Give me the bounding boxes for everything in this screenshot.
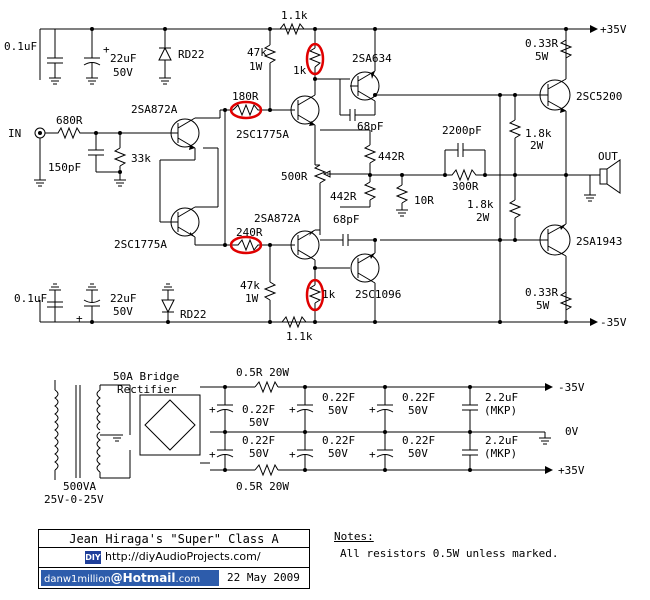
svg-text:RD22: RD22 [180,308,207,321]
svg-text:2SC1096: 2SC1096 [355,288,401,301]
svg-text:(MKP): (MKP) [484,447,517,460]
svg-text:500VA: 500VA [63,480,96,493]
svg-text:+: + [289,403,296,416]
svg-text:+: + [289,448,296,461]
svg-text:2W: 2W [530,139,544,152]
highlight-1k-bot [305,278,325,312]
svg-text:2SC1775A: 2SC1775A [114,238,167,251]
label-pos-rail: +35V [600,23,627,36]
schematic-title: Jean Hiraga's "Super" Class A [39,530,309,548]
svg-text:50V: 50V [328,447,348,460]
svg-text:-35V: -35V [558,381,585,394]
date-label: 22 May 2009 [227,571,300,584]
svg-text:47k: 47k [240,279,260,292]
svg-text:68pF: 68pF [333,213,360,226]
svg-text:50V: 50V [113,305,133,318]
svg-text:25V-0-25V: 25V-0-25V [44,493,104,506]
svg-text:50V: 50V [408,447,428,460]
label-out: OUT [598,150,618,163]
svg-text:+: + [209,448,216,461]
author-row: danw1million@Hotmail.com 22 May 2009 [39,568,309,588]
svg-text:68pF: 68pF [357,120,384,133]
svg-text:1.8k: 1.8k [467,198,494,211]
svg-text:50V: 50V [249,416,269,429]
svg-text:180R: 180R [232,90,259,103]
highlight-180r [229,100,263,120]
svg-text:2SC1775A: 2SC1775A [236,128,289,141]
notes-heading: Notes: [334,530,374,543]
svg-text:50A Bridge: 50A Bridge [113,370,179,383]
svg-text:2.2uF: 2.2uF [485,391,518,404]
svg-text:0.22F: 0.22F [402,391,435,404]
author-email-badge: danw1million@Hotmail.com [41,570,219,586]
highlight-240r [229,235,263,255]
svg-text:1.1k: 1.1k [281,9,308,22]
svg-text:150pF: 150pF [48,161,81,174]
label-neg-rail: -35V [600,316,627,329]
svg-text:22uF: 22uF [110,292,137,305]
svg-text:442R: 442R [378,150,405,163]
svg-text:2SC5200: 2SC5200 [576,90,622,103]
svg-text:1W: 1W [245,292,259,305]
svg-text:+: + [369,448,376,461]
svg-text:300R: 300R [452,180,479,193]
svg-text:1.1k: 1.1k [286,330,313,343]
svg-text:+: + [76,312,83,325]
svg-text:50V: 50V [249,447,269,460]
svg-text:0.22F: 0.22F [402,434,435,447]
svg-text:47k: 47k [247,46,267,59]
svg-text:+: + [103,43,110,56]
bridge-rectifier [139,394,201,456]
svg-text:0.33R: 0.33R [525,286,558,299]
svg-text:0.22F: 0.22F [242,434,275,447]
svg-text:1k: 1k [322,288,336,301]
svg-text:+: + [369,403,376,416]
svg-text:2SA872A: 2SA872A [254,212,301,225]
svg-text:2.2uF: 2.2uF [485,434,518,447]
svg-text:1k: 1k [293,64,307,77]
svg-text:5W: 5W [535,50,549,63]
url-row: DIY http://diyAudioProjects.com/ [39,548,309,568]
svg-text:5W: 5W [536,299,550,312]
svg-text:+35V: +35V [558,464,585,477]
svg-text:50V: 50V [328,404,348,417]
notes-text: All resistors 0.5W unless marked. [340,547,559,560]
svg-text:Rectifier: Rectifier [117,383,177,396]
svg-text:50V: 50V [408,404,428,417]
svg-text:0.5R 20W: 0.5R 20W [236,480,289,493]
svg-text:0.33R: 0.33R [525,37,558,50]
svg-text:0.1uF: 0.1uF [4,40,37,53]
highlight-1k-top [305,42,325,76]
title-block: Jean Hiraga's "Super" Class A DIY http:/… [38,529,310,589]
svg-text:240R: 240R [236,226,263,239]
svg-text:2SA634: 2SA634 [352,52,392,65]
diy-logo-icon: DIY [85,551,101,564]
svg-text:2SA1943: 2SA1943 [576,235,622,248]
svg-text:0.5R 20W: 0.5R 20W [236,366,289,379]
svg-text:2SA872A: 2SA872A [131,103,178,116]
svg-text:0.1uF: 0.1uF [14,292,47,305]
label-in: IN [8,127,21,140]
svg-text:442R: 442R [330,190,357,203]
svg-text:0V: 0V [565,425,579,438]
svg-text:2200pF: 2200pF [442,124,482,137]
svg-text:680R: 680R [56,114,83,127]
svg-text:50V: 50V [113,66,133,79]
svg-text:33k: 33k [131,152,151,165]
svg-text:10R: 10R [414,194,434,207]
svg-text:(MKP): (MKP) [484,404,517,417]
svg-text:1.8k: 1.8k [525,127,552,140]
svg-text:1W: 1W [249,60,263,73]
svg-text:RD22: RD22 [178,48,205,61]
svg-text:+: + [209,403,216,416]
svg-text:0.22F: 0.22F [322,434,355,447]
speaker-icon [599,168,608,185]
svg-text:2W: 2W [476,211,490,224]
svg-text:500R: 500R [281,170,308,183]
svg-text:22uF: 22uF [110,52,137,65]
svg-text:0.22F: 0.22F [242,403,275,416]
website-link[interactable]: http://diyAudioProjects.com/ [105,550,261,563]
svg-text:0.22F: 0.22F [322,391,355,404]
